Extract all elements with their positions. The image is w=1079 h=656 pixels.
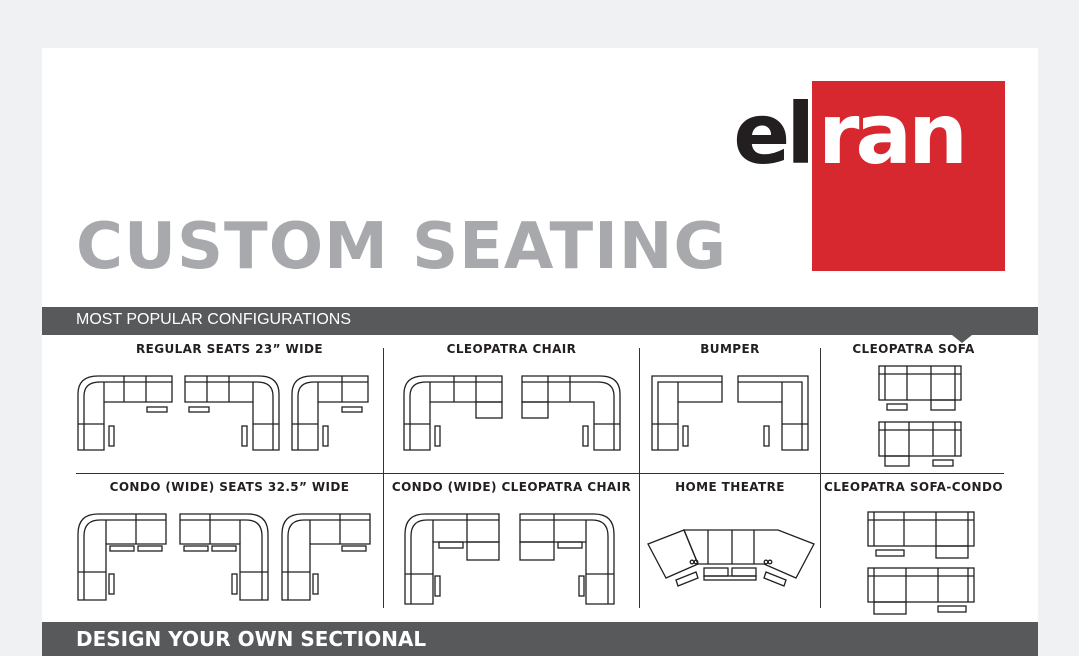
sectional-diagram: [184, 375, 280, 451]
sectional-diagram: [77, 375, 173, 451]
config-title: CONDO (WIDE) SEATS 32.5” WIDE: [109, 480, 350, 494]
condo-sectional-diagram: [281, 513, 371, 601]
elran-logo: el ran: [707, 81, 1007, 271]
config-title: CLEOPATRA SOFA: [852, 342, 975, 356]
bumper-diagram: [737, 375, 809, 451]
condo-sectional-diagram: [77, 513, 167, 601]
cleopatra-sofa-condo-diagram: [867, 511, 975, 615]
bumper-diagram: [651, 375, 723, 451]
config-title: REGULAR SEATS 23” WIDE: [135, 342, 323, 356]
section-bar-popular: MOST POPULAR CONFIGURATIONS: [42, 307, 1038, 335]
page-title: CUSTOM SEATING: [76, 210, 727, 284]
condo-cleopatra-chair-diagram: [404, 513, 500, 605]
config-title: BUMPER: [700, 342, 760, 356]
logo-el: el: [733, 85, 811, 183]
home-theatre-diagram: [647, 529, 815, 587]
cleopatra-sofa-diagram: [878, 365, 962, 467]
cleopatra-chair-diagram: [403, 375, 503, 451]
spec-sheet: el ran CUSTOM SEATING MOST POPULAR CONFI…: [42, 48, 1038, 656]
cleopatra-chair-diagram: [521, 375, 621, 451]
config-title: HOME THEATRE: [675, 480, 785, 494]
section-label-popular: MOST POPULAR CONFIGURATIONS: [76, 311, 351, 328]
logo-ran: ran: [818, 85, 964, 183]
config-title: CONDO (WIDE) CLEOPATRA CHAIR: [391, 480, 632, 494]
row-divider: [76, 473, 1004, 474]
section-label-design: DESIGN YOUR OWN SECTIONAL: [76, 627, 427, 651]
config-title: CLEOPATRA SOFA-CONDO: [824, 480, 1003, 494]
divider: [820, 348, 821, 608]
divider: [383, 348, 384, 608]
section-bar-design: DESIGN YOUR OWN SECTIONAL: [42, 622, 1038, 656]
divider: [639, 348, 640, 608]
config-title: CLEOPATRA CHAIR: [446, 342, 577, 356]
condo-cleopatra-chair-diagram: [519, 513, 615, 605]
sectional-diagram: [291, 375, 369, 451]
bar-notch: [952, 335, 972, 343]
condo-sectional-diagram: [179, 513, 269, 601]
